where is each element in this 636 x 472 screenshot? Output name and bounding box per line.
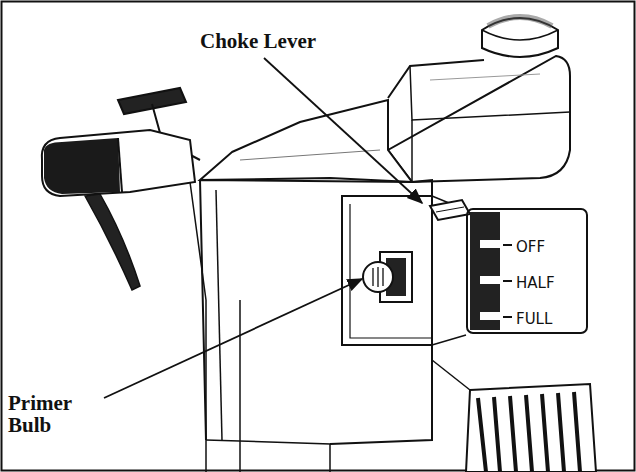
grip-rubber [44,138,120,194]
housing [200,180,432,444]
choke-notch [480,240,500,248]
recess-edge [350,204,432,338]
part-label: Primer Bulb [8,392,98,436]
housing-base [206,440,330,472]
primer-bulb [363,262,393,292]
throttle-lever [85,194,140,290]
tank-edge [410,66,570,120]
tank-cap-shade [488,17,552,26]
choke-notch [480,312,500,320]
choke-notch [480,276,500,284]
grille-slats [478,392,580,472]
tank-cap [482,18,558,57]
leader-arrow [264,58,422,203]
part-label: Choke Lever [200,30,350,52]
engine-cover [200,100,412,182]
tank-highlight [430,74,540,80]
air-grille [466,384,596,472]
choke-lever [430,200,470,220]
choke-slot [470,212,500,330]
tank-cap-rim [482,30,558,40]
starter-handle [118,88,186,114]
setting-ticks [503,245,512,317]
cover-line [240,150,380,160]
leader-arrow [104,279,362,398]
choke-setting: HALF [516,274,555,292]
choke-setting: FULL [516,310,552,328]
tank-edge [411,120,413,182]
choke-lever-ridge [436,207,464,212]
control-recess [342,196,432,345]
fuel-tank [388,56,570,182]
frame-tube [190,182,206,472]
grip-edge [118,138,122,192]
housing-edge [432,360,470,390]
choke-plate: OFF HALF FULL [466,208,588,334]
grip-handle [42,130,195,196]
choke-setting: OFF [516,238,545,256]
primer-bulb-ribs [373,267,383,287]
housing-edge [216,190,222,440]
housing-edge [239,300,241,472]
